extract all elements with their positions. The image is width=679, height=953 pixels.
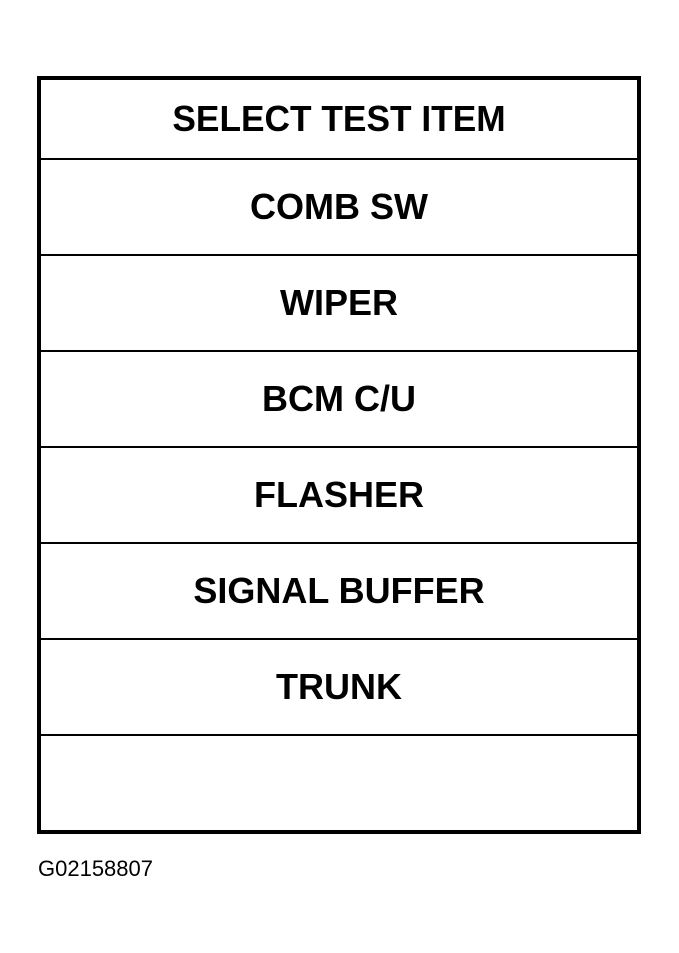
menu-item-comb-sw[interactable]: COMB SW [41,160,637,256]
menu-item-label: BCM C/U [262,378,416,419]
menu-item-signal-buffer[interactable]: SIGNAL BUFFER [41,544,637,640]
menu-item-label: FLASHER [254,474,424,515]
menu-item-label: WIPER [279,282,398,323]
menu-item-empty [41,736,637,830]
screen-title-bar: SELECT TEST ITEM [41,80,637,160]
test-item-list: COMB SW WIPER BCM C/U FLASHER SIGNAL BUF… [41,160,637,830]
screen-title: SELECT TEST ITEM [172,98,506,139]
menu-item-wiper[interactable]: WIPER [41,256,637,352]
menu-item-label: COMB SW [250,186,428,227]
menu-item-bcm-cu[interactable]: BCM C/U [41,352,637,448]
test-item-selection-screen: SELECT TEST ITEM COMB SW WIPER BCM C/U F… [37,76,641,834]
menu-item-label: SIGNAL BUFFER [193,570,485,611]
menu-item-flasher[interactable]: FLASHER [41,448,637,544]
figure-id-label: G02158807 [38,856,153,881]
menu-item-trunk[interactable]: TRUNK [41,640,637,736]
menu-item-label: TRUNK [276,666,402,707]
